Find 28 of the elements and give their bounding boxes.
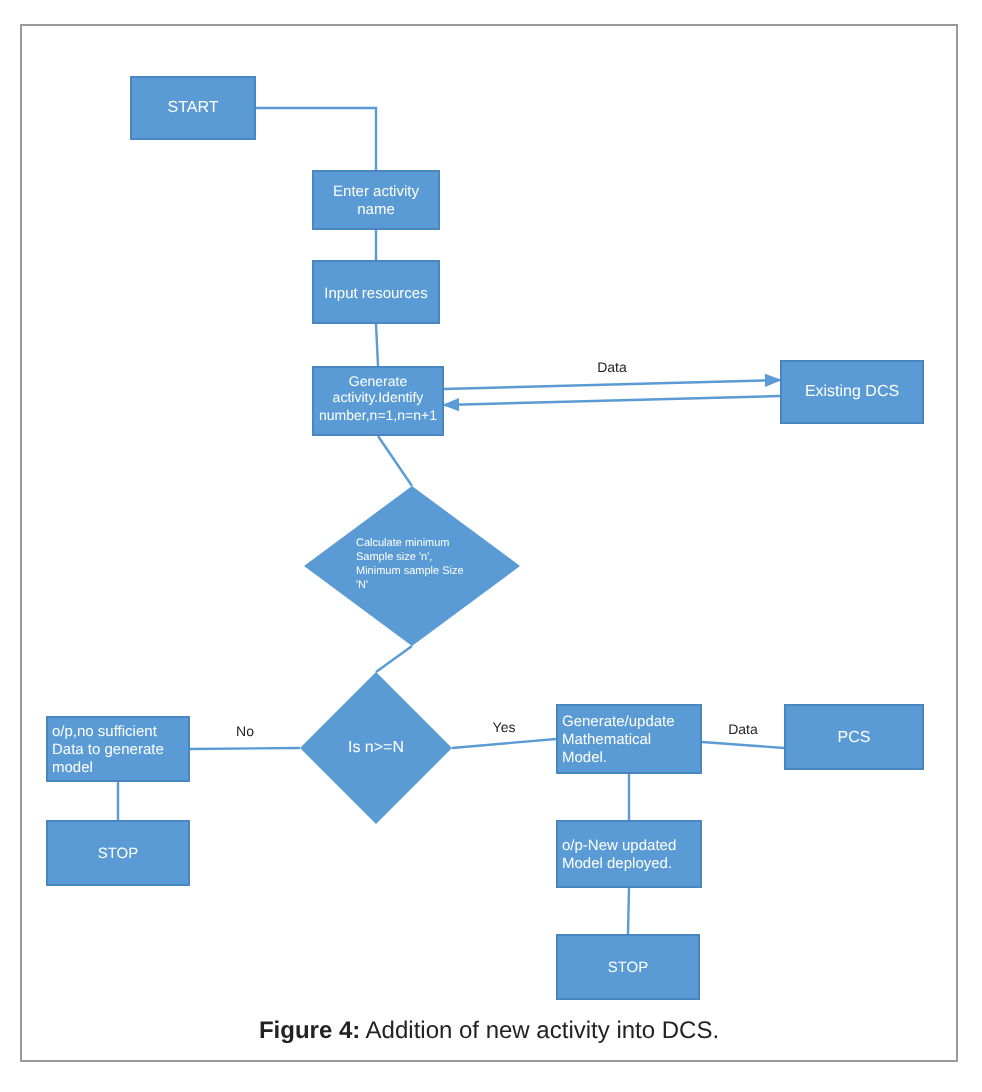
process-box bbox=[556, 934, 700, 1000]
connector-line bbox=[701, 740, 785, 750]
node-text: Existing DCS bbox=[804, 382, 900, 402]
connector-line bbox=[116, 782, 120, 820]
process-box bbox=[312, 170, 440, 230]
connector-line bbox=[377, 435, 413, 487]
connector-line bbox=[190, 746, 300, 751]
process-box bbox=[556, 820, 702, 888]
arrow bbox=[443, 373, 782, 391]
process-box bbox=[46, 716, 190, 782]
decision-text: Is n>=N bbox=[347, 738, 404, 758]
connector-line bbox=[374, 323, 380, 367]
connector-line bbox=[627, 774, 631, 820]
process-box bbox=[130, 76, 256, 140]
process-box bbox=[784, 704, 924, 770]
figure-caption: Figure 4: Addition of new activity into DCS. bbox=[256, 1016, 722, 1044]
process-box bbox=[312, 260, 440, 324]
node-text: PCS bbox=[837, 727, 871, 747]
connector-line bbox=[375, 645, 413, 673]
connector-line bbox=[374, 230, 378, 260]
connector-line bbox=[256, 106, 378, 170]
process-box bbox=[780, 360, 924, 424]
connector-line bbox=[451, 737, 557, 750]
node-text: START bbox=[167, 98, 219, 118]
arrow bbox=[442, 394, 781, 412]
process-box bbox=[46, 820, 190, 886]
connector-line bbox=[626, 887, 631, 935]
process-box bbox=[556, 704, 702, 774]
